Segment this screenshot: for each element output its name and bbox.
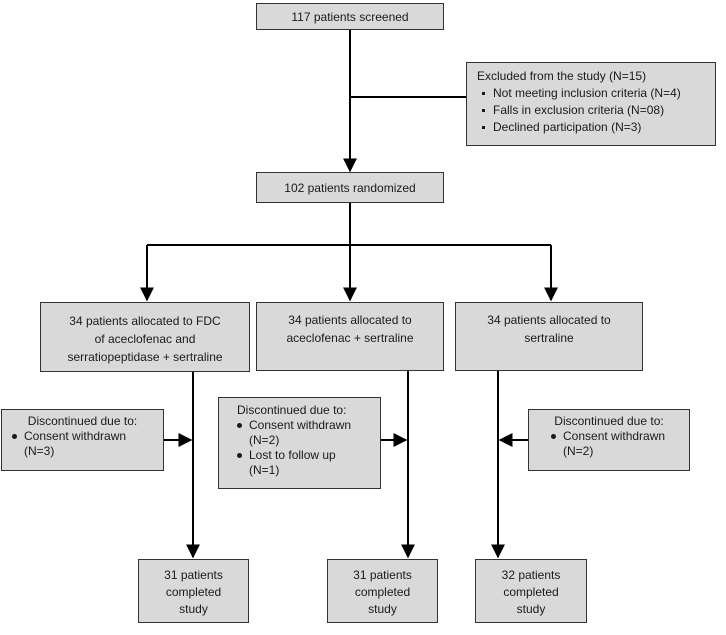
arm3-allocated-box: 34 patients allocated to sertraline (455, 302, 643, 371)
arm3-discontinued-title: Discontinued due to: (554, 414, 664, 428)
arm2-reason-count: (N=1) (249, 463, 280, 477)
excluded-title: Excluded from the study (N=15) (477, 69, 647, 83)
arm3-completed-line: completed (503, 585, 559, 599)
excluded-item: Falls in exclusion criteria (N=08) (477, 102, 715, 119)
arm2-reason: Consent withdrawn (N=2) (235, 418, 380, 448)
arm1-reason-text: Consent withdrawn (24, 429, 127, 443)
arm2-allocated-box: 34 patients allocated to aceclofenac + s… (256, 302, 444, 371)
arm3-reason-list: Consent withdrawn (N=2) (537, 429, 689, 459)
arm2-completed-box: 31 patients completed study (327, 559, 438, 623)
arm3-allocated-line: sertraline (524, 331, 574, 345)
arm1-allocated-line: 34 patients allocated to FDC (69, 314, 221, 328)
randomized-box: 102 patients randomized (256, 172, 444, 203)
excluded-item: Not meeting inclusion criteria (N=4) (477, 85, 715, 102)
arm3-completed-box: 32 patients completed study (475, 559, 587, 623)
screened-label: 117 patients screened (291, 10, 409, 24)
arm1-completed-line: completed (165, 585, 222, 599)
arm1-discontinued-box: Discontinued due to: Consent withdrawn (… (1, 409, 164, 471)
excluded-item: Declined participation (N=3) (477, 119, 715, 136)
arm3-reason-text: Consent withdrawn (563, 429, 666, 443)
arm1-allocated-line: serratiopeptidase + sertraline (67, 350, 223, 364)
screened-box: 117 patients screened (256, 3, 444, 30)
arm1-completed-line: study (179, 602, 208, 616)
arm2-reason-text: Lost to follow up (249, 448, 336, 462)
excluded-list: Not meeting inclusion criteria (N=4) Fal… (477, 85, 715, 136)
arm2-reason: Lost to follow up (N=1) (235, 448, 380, 478)
arm1-reason-list: Consent withdrawn (N=3) (10, 429, 163, 459)
arm1-reason: Consent withdrawn (N=3) (10, 429, 163, 459)
arm3-completed-line: 32 patients (501, 568, 561, 582)
arm3-completed-line: study (516, 602, 546, 616)
arm3-discontinued-box: Discontinued due to: Consent withdrawn (… (528, 409, 690, 471)
arm1-reason-count: (N=3) (24, 444, 55, 458)
arm3-reason: Consent withdrawn (N=2) (549, 429, 689, 459)
arm2-allocated-line: 34 patients allocated to (288, 313, 412, 327)
excluded-box: Excluded from the study (N=15) Not meeti… (466, 62, 716, 146)
arm2-reason-list: Consent withdrawn (N=2) Lost to follow u… (235, 418, 380, 478)
arm2-completed-line: 31 patients (353, 568, 412, 582)
arm3-allocated-line: 34 patients allocated to (487, 313, 611, 327)
arm2-reason-count: (N=2) (249, 433, 280, 447)
arm1-completed-box: 31 patients completed study (138, 559, 249, 623)
arm2-discontinued-title: Discontinued due to: (237, 403, 347, 417)
arm2-completed-line: study (368, 602, 397, 616)
randomized-label: 102 patients randomized (284, 181, 416, 195)
arm2-reason-text: Consent withdrawn (249, 418, 352, 432)
arm3-reason-count: (N=2) (563, 444, 594, 458)
arm2-completed-line: completed (354, 585, 411, 599)
arm2-allocated-line: aceclofenac + sertraline (286, 331, 414, 345)
arm1-allocated-box: 34 patients allocated to FDC of aceclofe… (40, 302, 250, 372)
arm1-completed-line: 31 patients (164, 568, 223, 582)
arm1-discontinued-title: Discontinued due to: (27, 414, 138, 428)
arm1-allocated-line: of aceclofenac and (94, 332, 196, 346)
arm2-discontinued-box: Discontinued due to: Consent withdrawn (… (218, 397, 381, 489)
